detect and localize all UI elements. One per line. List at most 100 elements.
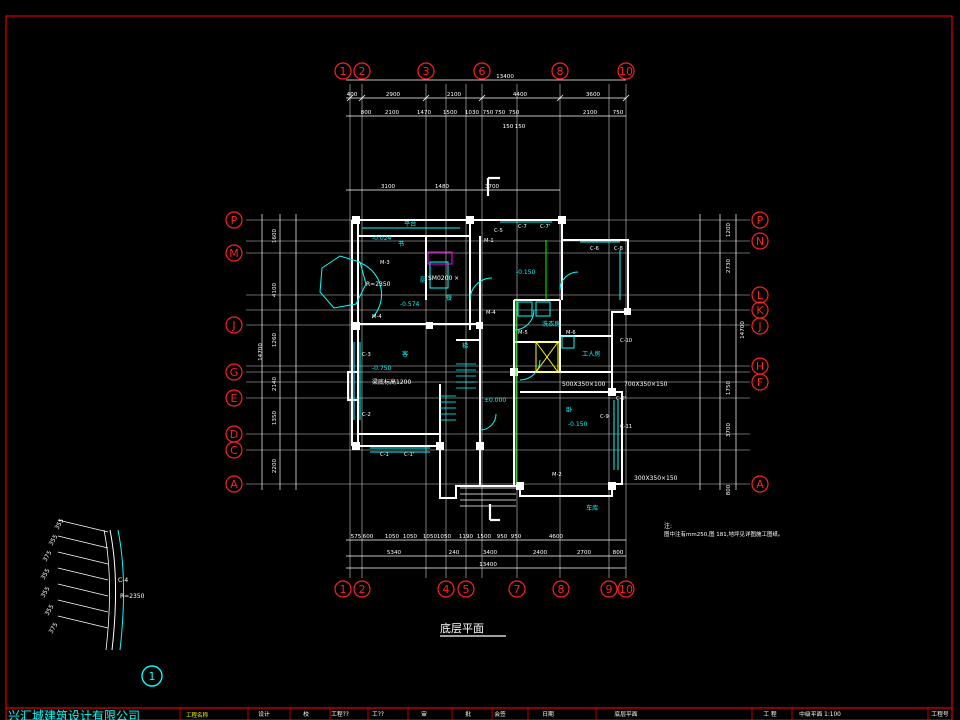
axis-label: P [757, 214, 764, 227]
openings-and-fixtures [319, 221, 621, 470]
axis-bubble-right-P[interactable]: P [751, 211, 769, 229]
company-name: 兴汇城建筑设计有限公司 [8, 708, 140, 720]
axis-bubble-left-G[interactable]: G [225, 363, 243, 381]
title-block-cell: 设计 [258, 710, 270, 718]
svg-text:图中注有mm250,图 181,地坪见详图施工图纸。: 图中注有mm250,图 181,地坪见详图施工图纸。 [664, 530, 783, 538]
title-block-cell: 批 [465, 710, 471, 718]
dim-left: 2140 [272, 376, 278, 391]
axis-bubble-top-1[interactable]: 1 [334, 62, 352, 80]
axis-bubble-left-E[interactable]: E [225, 389, 243, 407]
axis-bubble-left-J[interactable]: J [225, 316, 243, 334]
title-block-cell: 工程?? [331, 710, 349, 718]
axis-bubble-bottom-5[interactable]: 5 [457, 580, 475, 598]
dim-inner: 3700 [485, 184, 500, 190]
dim-bottom-detail: 575 [351, 534, 362, 540]
dim-bottom-detail: 1050 [403, 534, 418, 540]
dim-bottom: 2400 [533, 550, 548, 556]
dim-top-detail: 750 [495, 110, 506, 116]
axis-bubble-bottom-7[interactable]: 7 [508, 580, 526, 598]
door-window-tag: C-7 [518, 224, 527, 230]
axis-bubble-right-L[interactable]: L [751, 286, 769, 304]
axis-label: 10 [619, 583, 633, 596]
section-marks [486, 176, 500, 522]
axis-label: A [230, 478, 238, 491]
room-label-living: 客 [402, 350, 408, 358]
room-label-kitchen: 厨 [420, 277, 426, 284]
title-block-cell: 日期 [542, 711, 554, 718]
dim-top-detail: 2100 [583, 110, 598, 116]
dim-bottom-detail: 1050 [385, 534, 400, 540]
axis-bubble-bottom-10[interactable]: 10 [617, 580, 635, 598]
axis-label: G [230, 366, 239, 379]
axis-bubble-bottom-9[interactable]: 9 [600, 580, 618, 598]
drawing-title-group: 底层平面 [440, 621, 506, 637]
dim-bottom-detail: 600 [363, 534, 374, 540]
detail-dimension: 355 [40, 585, 52, 599]
door-window-tag: C-1' [404, 452, 414, 458]
dim-right: 2730 [726, 258, 732, 273]
beam-note: 梁底标高1200 [372, 378, 411, 386]
project-name: 工程名称 [186, 711, 209, 719]
axis-bubble-left-M[interactable]: M [225, 244, 243, 262]
dim-bottom-detail: 950 [511, 534, 522, 540]
door-window-tag: C-3 [362, 352, 371, 358]
detail-callout-circle[interactable] [141, 665, 163, 687]
axis-label: H [756, 360, 764, 373]
door-window-tag: C-1 [380, 452, 389, 458]
notes: 注: 图中注有mm250,图 181,地坪见详图施工图纸。 SM0200 × 50… [372, 275, 783, 538]
detail-radius: R=2350 [120, 593, 145, 600]
dim-top: 2900 [386, 92, 401, 98]
axis-bubble-bottom-2[interactable]: 2 [353, 580, 371, 598]
dim-top-small: 150 [515, 124, 526, 130]
axis-bubble-top-8[interactable]: 8 [551, 62, 569, 80]
dimension-lines [261, 79, 737, 569]
axis-label: 5 [463, 583, 470, 596]
door-window-tag: C-10 [620, 338, 632, 344]
axis-bubble-top-10[interactable]: 10 [617, 62, 635, 80]
axis-bubble-right-A[interactable]: A [751, 475, 769, 493]
dim-top: 2100 [447, 92, 462, 98]
dim-left: 2200 [272, 458, 278, 473]
axis-label: 8 [557, 65, 564, 78]
title-block-cell: 工 程 [763, 710, 777, 718]
axis-bubble-right-N[interactable]: N [751, 232, 769, 250]
dim-left: 1350 [272, 410, 278, 425]
axis-bubble-left-A[interactable]: A [225, 475, 243, 493]
dim-right: 800 [726, 484, 732, 495]
dim-top-detail: 750 [613, 110, 624, 116]
dim-bottom: 3400 [483, 550, 498, 556]
title-block-cell: 中级平面 1:100 [799, 710, 841, 718]
axis-bubble-bottom-4[interactable]: 4 [437, 580, 455, 598]
axis-bubble-right-J[interactable]: J [751, 317, 769, 335]
dim-top-small: 150 [503, 124, 514, 130]
elevation-mark: -0.150 [516, 269, 536, 276]
axis-bubble-left-C[interactable]: C [225, 441, 243, 459]
dim-bottom-detail: 950 [497, 534, 508, 540]
axis-bubble-top-2[interactable]: 2 [353, 62, 371, 80]
axis-label: 1 [340, 583, 347, 596]
axis-bubble-bottom-8[interactable]: 8 [552, 580, 570, 598]
axis-label: 2 [359, 583, 366, 596]
dim-overall: 13400 [496, 74, 514, 80]
dim-top-detail: 750 [483, 110, 494, 116]
dim-right: 1200 [726, 222, 732, 237]
axis-label: K [756, 304, 764, 317]
axis-bubble-left-P[interactable]: P [225, 211, 243, 229]
door-window-tag: C-2 [362, 412, 371, 418]
axis-bubble-right-F[interactable]: F [751, 373, 769, 391]
door-window-tag: C-7' [540, 224, 550, 230]
dim-bottom-detail: 1050 [437, 534, 452, 540]
axis-bubble-top-3[interactable]: 3 [417, 62, 435, 80]
axis-bubble-bottom-1[interactable]: 1 [334, 580, 352, 598]
axis-bubble-top-6[interactable]: 6 [473, 62, 491, 80]
title-block-cell: 工?? [372, 711, 384, 718]
beam-note: 500X350×100 [562, 381, 606, 388]
svg-text:注:: 注: [664, 522, 672, 530]
plan-annotations: 平台厨客餐书梯工人房洗衣房车库卧-0.024-0.574-0.150-0.750… [362, 220, 632, 512]
dim-right: 3700 [726, 422, 732, 437]
title-block-cell: 工程号 [931, 710, 949, 718]
beam-note: SM0200 × [428, 275, 459, 282]
